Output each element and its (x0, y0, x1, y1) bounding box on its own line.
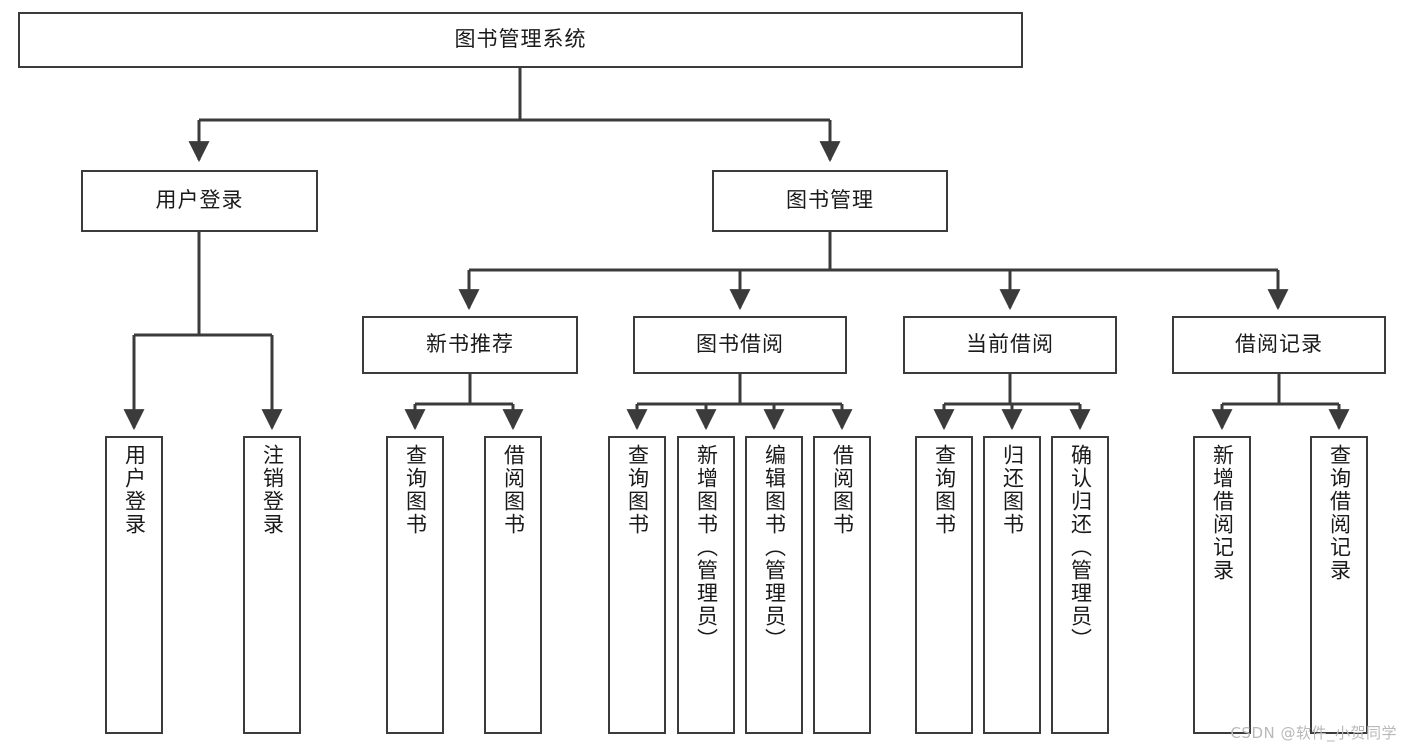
node-user-login[interactable]: 用户登录 (81, 170, 318, 232)
node-book-manage-label: 图书管理 (786, 188, 874, 213)
node-leaf-user-logout[interactable]: 注销登录 (243, 436, 301, 734)
node-current-borrow[interactable]: 当前借阅 (903, 316, 1117, 374)
node-leaf-query-book-rec-label: 查询图书 (403, 444, 428, 536)
node-user-login-label: 用户登录 (155, 188, 244, 213)
node-leaf-borrow-book-rec[interactable]: 借阅图书 (484, 436, 542, 734)
node-leaf-user-login[interactable]: 用户登录 (105, 436, 163, 734)
node-root-label: 图书管理系统 (454, 27, 587, 52)
node-leaf-query-book-rec[interactable]: 查询图书 (386, 436, 444, 734)
node-leaf-edit-book-label: 编辑图书（管理员） (762, 444, 787, 651)
node-leaf-confirm-return-label: 确认归还（管理员） (1068, 444, 1093, 651)
node-leaf-add-book[interactable]: 新增图书（管理员） (677, 436, 735, 734)
node-leaf-edit-book[interactable]: 编辑图书（管理员） (745, 436, 803, 734)
node-leaf-add-record[interactable]: 新增借阅记录 (1193, 436, 1251, 734)
node-leaf-return-book-label: 归还图书 (1000, 444, 1025, 536)
node-leaf-add-book-label: 新增图书（管理员） (694, 444, 719, 651)
node-leaf-user-logout-label: 注销登录 (260, 444, 285, 536)
node-book-manage[interactable]: 图书管理 (712, 170, 948, 232)
node-leaf-query-book-borrow[interactable]: 查询图书 (608, 436, 666, 734)
node-leaf-confirm-return[interactable]: 确认归还（管理员） (1051, 436, 1109, 734)
node-new-book-rec-label: 新书推荐 (426, 332, 514, 357)
node-leaf-return-book[interactable]: 归还图书 (983, 436, 1041, 734)
node-borrow-record-label: 借阅记录 (1235, 332, 1323, 357)
node-leaf-add-record-label: 新增借阅记录 (1210, 444, 1235, 582)
node-book-borrow[interactable]: 图书借阅 (633, 316, 847, 374)
node-current-borrow-label: 当前借阅 (966, 332, 1054, 357)
node-borrow-record[interactable]: 借阅记录 (1172, 316, 1386, 374)
node-leaf-borrow-book-label: 借阅图书 (830, 444, 855, 536)
node-new-book-rec[interactable]: 新书推荐 (362, 316, 578, 374)
node-leaf-query-book-current[interactable]: 查询图书 (915, 436, 973, 734)
node-leaf-user-login-label: 用户登录 (122, 444, 147, 536)
node-leaf-query-record[interactable]: 查询借阅记录 (1310, 436, 1368, 734)
node-leaf-query-book-borrow-label: 查询图书 (625, 444, 650, 536)
csdn-watermark: CSDN @软件_小贺同学 (1230, 724, 1397, 742)
node-leaf-query-record-label: 查询借阅记录 (1327, 444, 1352, 582)
node-book-borrow-label: 图书借阅 (696, 332, 784, 357)
node-leaf-query-book-current-label: 查询图书 (932, 444, 957, 536)
node-leaf-borrow-book-rec-label: 借阅图书 (501, 444, 526, 536)
node-root[interactable]: 图书管理系统 (18, 12, 1023, 68)
node-leaf-borrow-book[interactable]: 借阅图书 (813, 436, 871, 734)
